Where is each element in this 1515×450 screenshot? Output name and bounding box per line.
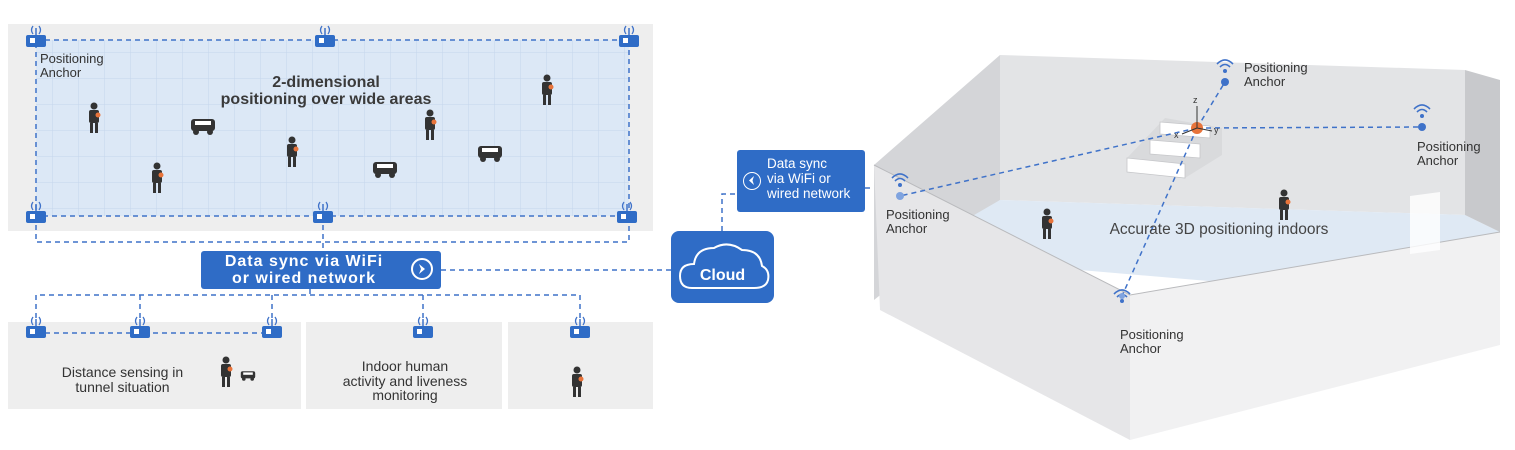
anchor-icon [261,316,283,339]
arrow-left-icon [743,172,761,190]
anchor-icon [129,316,151,339]
anchor-dot [1418,123,1426,131]
arrow-right-icon [411,258,433,280]
cloud-label: Cloud [699,267,746,284]
right-data-sync-label: Data sync via WiFi or wired network [767,156,851,201]
anchor-icon [25,316,47,339]
anchor-label-top: Positioning Anchor [1244,60,1308,89]
data-sync-label: Data sync via WiFi or wired network [224,253,384,287]
axes-icon [1181,106,1213,135]
tunnel-label: Distance sensing in tunnel situation [61,364,184,395]
cloud-box [671,231,774,303]
anchor-icon [412,316,434,339]
cloud-outline-icon [678,243,770,289]
anchor-label: Positioning Anchor [40,51,104,80]
anchor-icon [569,316,591,339]
anchor-dot [896,192,904,200]
axis-x-label: x [1174,130,1179,140]
indoor-label: Indoor human activity and liveness monit… [342,358,468,404]
room-3d [873,55,1501,440]
tunnel-panel [8,322,301,409]
data-sync-box: Data sync via WiFi or wired network [201,251,441,289]
anchor-dot [1119,293,1125,299]
right-data-sync-box: Data sync via WiFi or wired network [737,150,865,212]
anchor-label-right: Positioning Anchor [1417,139,1481,168]
axis-z-label: z [1193,95,1198,105]
axis-y-label: y [1214,125,1219,135]
anchor-label-bottom: Positioning Anchor [1120,327,1184,356]
indoor-panel [306,322,502,409]
room-title: Accurate 3D positioning indoors [1109,221,1329,238]
anchor-label-left: Positioning Anchor [886,207,950,236]
anchor-dot [1221,78,1229,86]
wide-area-title: 2-dimensional positioning over wide area… [220,74,432,108]
